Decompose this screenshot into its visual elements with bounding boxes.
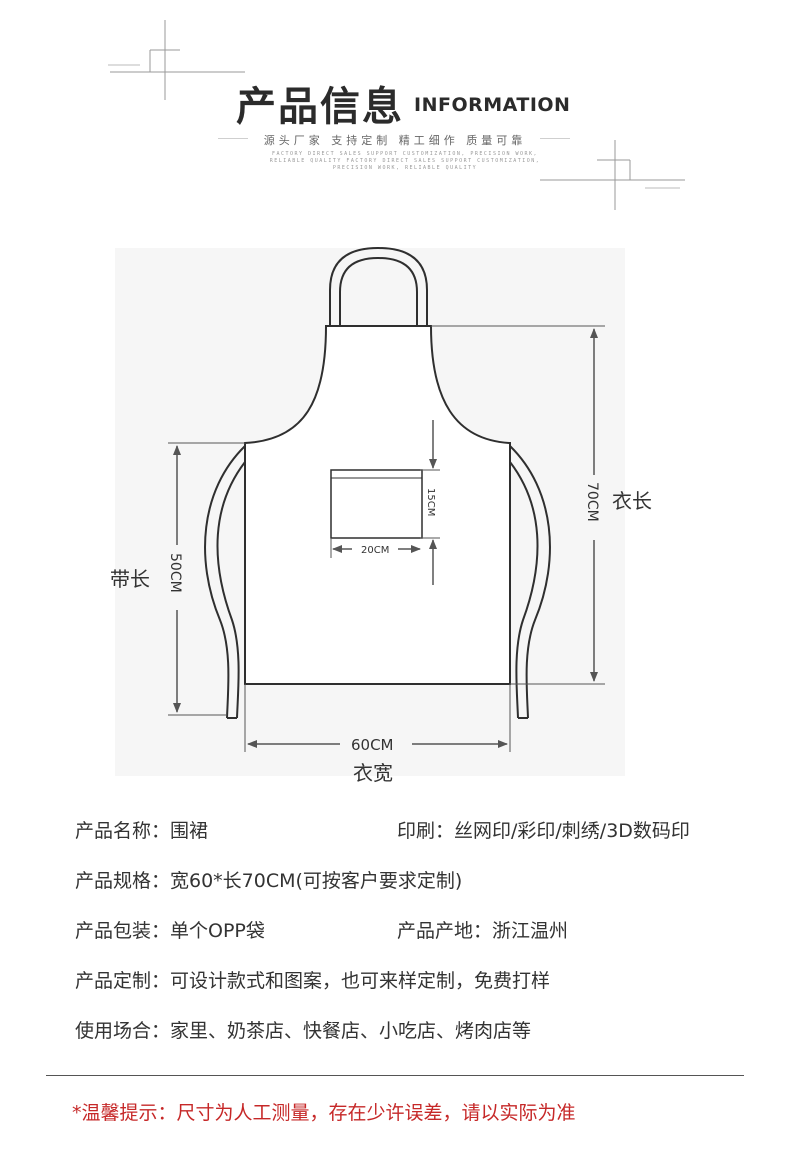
footer-divider [46, 1075, 744, 1076]
product-packing: 产品包装：单个OPP袋 [75, 920, 265, 942]
product-name: 产品名称：围裙 [75, 820, 209, 842]
divider-right [540, 138, 570, 139]
product-origin: 产品产地：浙江温州 [397, 920, 569, 942]
width-value: 60CM [351, 736, 394, 754]
width-label: 衣宽 [353, 761, 393, 785]
title-english: INFORMATION [414, 94, 571, 116]
product-usage: 使用场合：家里、奶茶店、快餐店、小吃店、烤肉店等 [75, 1020, 532, 1042]
pocket-height-label: 15CM [425, 488, 436, 516]
title-chinese: 产品信息 [236, 84, 404, 130]
product-spec: 产品规格：宽60*长70CM(可按客户要求定制) [75, 870, 463, 892]
slogan-english: FACTORY DIRECT SALES SUPPORT CUSTOMIZATI… [269, 151, 541, 171]
divider-left [218, 138, 248, 139]
warning-note: *温馨提示：尺寸为人工测量，存在少许误差，请以实际为准 [72, 1102, 576, 1124]
length-label: 衣长 [612, 489, 652, 513]
left-waist-tie-inner [216, 461, 246, 719]
length-value: 70CM [584, 482, 600, 522]
pocket [330, 469, 423, 539]
corner-decoration-top-left [108, 20, 245, 100]
right-waist-tie-inner [509, 461, 539, 719]
strap-label: 带长 [110, 567, 150, 591]
slogan: 源头厂家 支持定制 精工细作 质量可靠 [263, 134, 527, 147]
neck-strap [329, 246, 428, 330]
pocket-width-label: 20CM [361, 545, 389, 556]
product-custom: 产品定制：可设计款式和图案，也可来样定制，免费打样 [75, 970, 551, 992]
apron-diagram: 15CM 20CM 70CM 衣长 50CM 带长 60CM 衣宽 [110, 246, 652, 785]
page-title: 产品信息 INFORMATION [0, 70, 790, 130]
corner-decoration-right [540, 140, 685, 210]
neck-strap-inner [339, 256, 418, 330]
product-printing: 印刷：丝网印/彩印/刺绣/3D数码印 [397, 820, 690, 842]
strap-value: 50CM [167, 553, 183, 593]
left-waist-tie [204, 445, 246, 719]
